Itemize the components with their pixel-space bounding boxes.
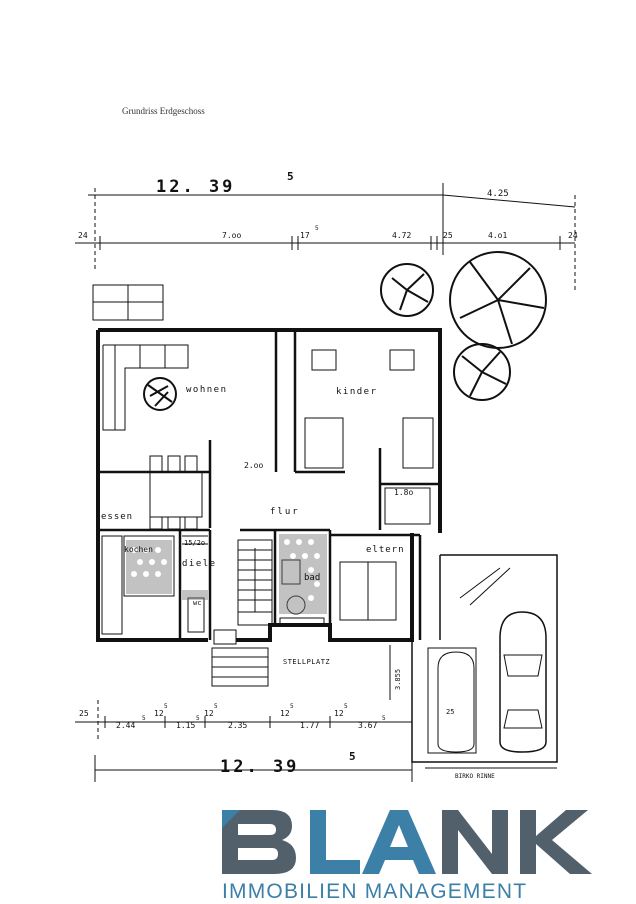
- logo-tagline: IMMOBILIEN MANAGEMENT: [222, 880, 528, 903]
- room-wc: wc: [193, 599, 201, 607]
- dim-wall: 17: [300, 231, 310, 240]
- dim-b4: 1.15: [176, 721, 195, 730]
- dim-b3-sup: 5: [164, 703, 168, 710]
- room-eltern: eltern: [366, 545, 405, 555]
- dim-b9-sup: 5: [344, 703, 348, 710]
- room-kinder: kinder: [336, 387, 378, 397]
- plan-caption: Grundriss Erdgeschoss: [122, 106, 205, 116]
- dim-b5: 12: [204, 709, 214, 718]
- dim-b1: 25: [79, 709, 89, 718]
- dim-left: 24: [78, 231, 88, 240]
- dim-b7: 12: [280, 709, 290, 718]
- top-total-dimension: 12. 39: [156, 177, 235, 197]
- dim-carport-depth: 3.855: [394, 669, 402, 690]
- room-essen: essen: [101, 512, 133, 522]
- floor-plan: 12. 39 5 4.25 24 7.oo 17 5 4.72 25 4.o1 …: [75, 170, 578, 782]
- dim-right: 24: [568, 231, 578, 240]
- room-flur: flur: [270, 507, 300, 517]
- room-diele: diele: [182, 559, 217, 569]
- logo-letter-l: [310, 810, 360, 874]
- dim-b6: 2.35: [228, 721, 247, 730]
- room-kochen: kochen: [124, 545, 153, 554]
- dim-wall-sup: 5: [315, 225, 319, 232]
- dim-b4-sup: 5: [196, 715, 200, 722]
- dim-b7-sup: 5: [290, 703, 294, 710]
- dim-kinder-width: 4.72: [392, 231, 411, 240]
- dim-right-width: 4.o1: [488, 231, 507, 240]
- room-wohnen: wohnen: [186, 385, 228, 395]
- dim-bedroom: 1.8o: [394, 488, 413, 497]
- logo-letter-k: [520, 810, 592, 874]
- logo-letter-b: [222, 810, 296, 874]
- dim-b2-sup: 5: [142, 715, 146, 722]
- dim-wall-2: 25: [443, 231, 453, 240]
- room-bad: bad: [304, 573, 320, 583]
- top-right-dimension: 4.25: [487, 189, 509, 199]
- dim-garage: 25: [446, 708, 454, 716]
- label-rinne: BIRKO RINNE: [455, 773, 495, 780]
- label-stellplatz: STELLPLATZ: [283, 658, 330, 666]
- dim-b10-sup: 5: [382, 715, 386, 722]
- dim-b8: 1.77: [300, 721, 319, 730]
- dim-b10: 3.67: [358, 721, 377, 730]
- logo-letter-a: [362, 810, 436, 874]
- company-logo: [222, 810, 592, 874]
- bottom-total-sup: 5: [349, 750, 356, 763]
- dim-b3: 12: [154, 709, 164, 718]
- bottom-total-dimension: 12. 39: [220, 757, 299, 777]
- dim-wohnen-width: 7.oo: [222, 231, 241, 240]
- top-total-sup: 5: [287, 170, 294, 183]
- dim-b5-sup: 5: [214, 703, 218, 710]
- dim-hall-width: 2.oo: [244, 461, 263, 470]
- dim-b2: 2.44: [116, 721, 135, 730]
- dim-b9: 12: [334, 709, 344, 718]
- logo-letter-n: [442, 810, 508, 874]
- stair-ratio: 15/2o: [184, 539, 205, 547]
